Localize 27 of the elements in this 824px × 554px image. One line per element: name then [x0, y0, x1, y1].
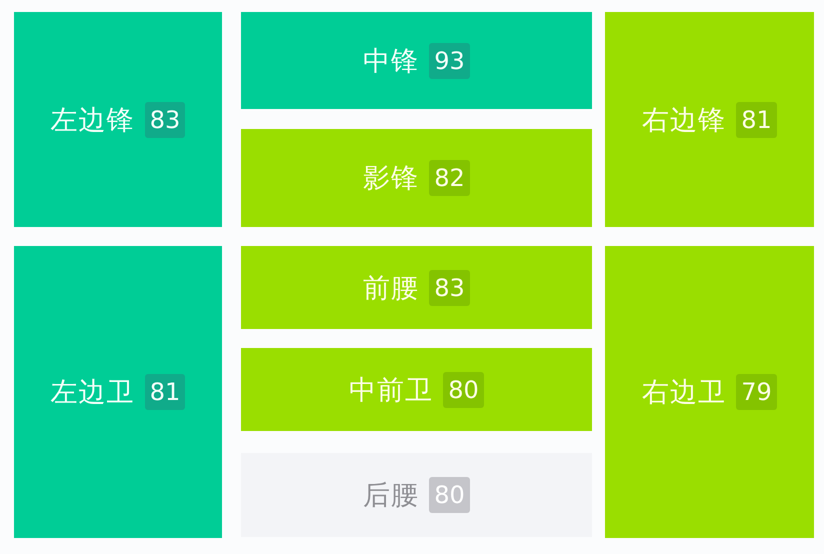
score-badge: 82 [429, 160, 470, 196]
score-badge: 80 [429, 477, 470, 513]
position-box [241, 129, 592, 227]
position-label: 中前卫 [349, 374, 434, 408]
score-badge: 93 [429, 42, 470, 78]
position-label: 右边卫 [642, 376, 726, 410]
position-box [241, 453, 592, 537]
score-badge: 81 [144, 374, 186, 410]
score-badge: 83 [429, 270, 470, 306]
position-label: 右边锋 [642, 104, 726, 138]
position-box [241, 348, 592, 431]
position-box [241, 246, 592, 329]
score-badge: 80 [443, 372, 484, 408]
position-label: 左边卫 [50, 376, 135, 410]
position-box [605, 246, 814, 538]
score-badge: 83 [144, 102, 186, 138]
score-badge: 81 [736, 102, 777, 138]
position-label: 前腰 [363, 272, 420, 306]
score-badge: 79 [736, 374, 777, 410]
position-box [605, 12, 814, 227]
position-label: 后腰 [363, 479, 420, 513]
position-box [14, 12, 222, 227]
position-box [241, 12, 592, 109]
position-box [14, 246, 222, 538]
position-label: 中锋 [363, 44, 420, 78]
position-label: 影锋 [363, 162, 420, 196]
position-label: 左边锋 [50, 104, 135, 138]
